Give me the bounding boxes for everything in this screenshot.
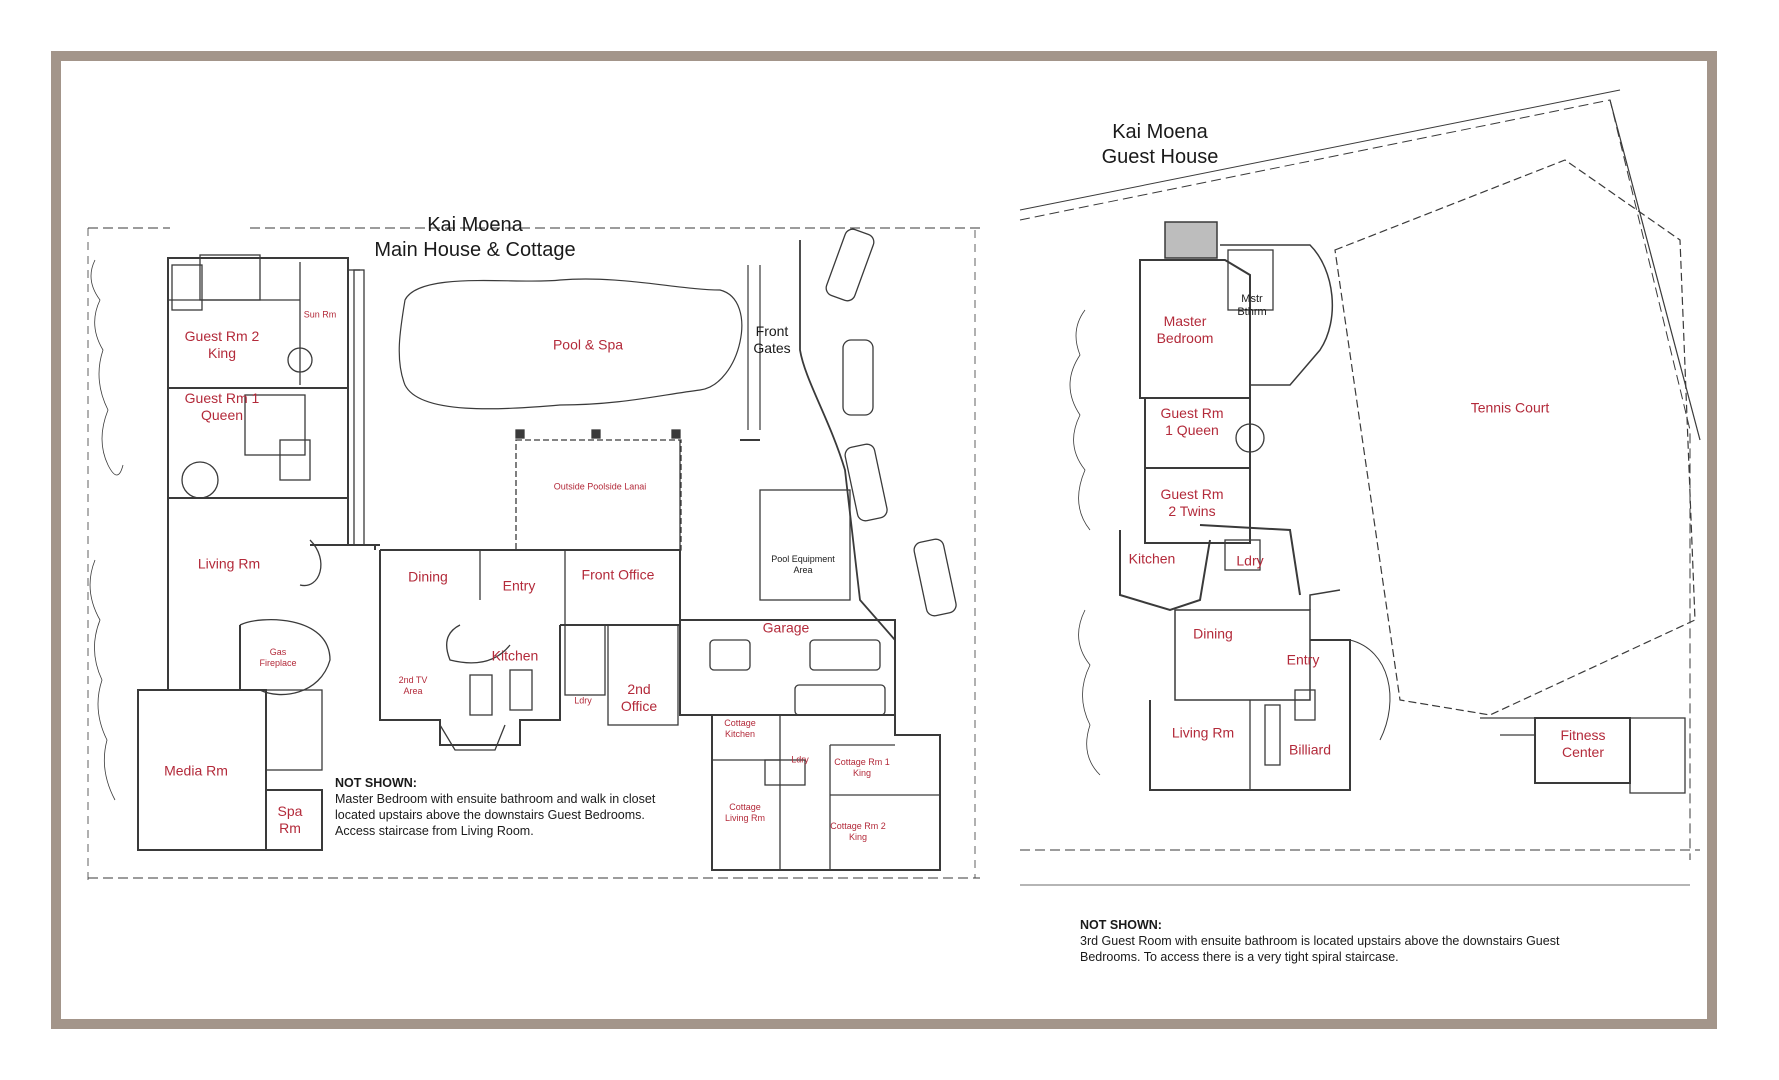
room-label-guest-rm-2-twins: Guest Rm 2 Twins — [1160, 486, 1224, 519]
room-label-kitchen: Kitchen — [491, 647, 539, 664]
room-label-2nd-tv-area: 2nd TV Area — [398, 675, 428, 696]
guest-house-title-line1: Kai Moena — [1112, 121, 1208, 143]
room-label-master-bedroom: Master Bedroom — [1156, 313, 1214, 346]
room-label-ldry: Ldry — [574, 695, 592, 706]
main-house-title: Kai Moena Main House & Cottage — [360, 213, 590, 263]
room-label-cottage-ldry: Ldry — [791, 754, 809, 765]
room-label-garage: Garage — [762, 619, 810, 636]
room-label-living-rm: Living Rm — [197, 555, 261, 572]
room-label-guest-rm-2: Guest Rm 2 King — [184, 328, 260, 361]
room-label-media-rm: Media Rm — [164, 762, 228, 779]
guest-house-title-line2: Guest House — [1101, 146, 1219, 168]
room-label-cottage-kitchen: Cottage Kitchen — [724, 718, 756, 739]
room-label-cottage-living-rm: Cottage Living Rm — [724, 802, 766, 823]
main-house-note-heading: NOT SHOWN: — [335, 776, 417, 790]
guest-house-note: NOT SHOWN: 3rd Guest Room with ensuite b… — [1080, 917, 1640, 965]
room-label-front-gates: Front Gates — [753, 323, 791, 356]
main-house-note-line: Master Bedroom with ensuite bathroom and… — [335, 792, 656, 806]
room-label-billiard: Billiard — [1288, 741, 1332, 758]
room-label-ldry: Ldry — [1236, 552, 1264, 569]
room-label-entry: Entry — [502, 577, 536, 594]
room-label-gas-fireplace: Gas Fireplace — [259, 647, 297, 668]
room-label-outside-lanai: Outside Poolside Lanai — [553, 481, 647, 492]
room-label-entry: Entry — [1286, 651, 1320, 668]
room-label-2nd-office: 2nd Office — [620, 681, 658, 714]
main-house-title-line2: Main House & Cottage — [374, 239, 576, 261]
room-label-kitchen: Kitchen — [1128, 550, 1176, 567]
room-label-dining: Dining — [408, 568, 448, 585]
guest-house-note-line: 3rd Guest Room with ensuite bathroom is … — [1080, 934, 1560, 948]
room-label-guest-rm-1: Guest Rm 1 Queen — [184, 390, 260, 423]
main-house-note-line: located upstairs above the downstairs Gu… — [335, 808, 645, 822]
main-house-note: NOT SHOWN: Master Bedroom with ensuite b… — [335, 775, 735, 839]
room-label-front-office: Front Office — [581, 566, 655, 583]
main-house-note-line: Access staircase from Living Room. — [335, 824, 534, 838]
guest-house-note-heading: NOT SHOWN: — [1080, 918, 1162, 932]
room-label-sun-rm: Sun Rm — [303, 309, 337, 320]
main-house-title-line1: Kai Moena — [427, 214, 523, 236]
room-label-pool-spa: Pool & Spa — [552, 336, 624, 353]
room-label-tennis-court: Tennis Court — [1470, 399, 1550, 416]
page-frame — [51, 51, 1717, 1029]
room-label-pool-equipment: Pool Equipment Area — [771, 554, 835, 575]
room-label-cottage-rm-1: Cottage Rm 1 King — [834, 757, 890, 778]
room-label-living-rm: Living Rm — [1171, 724, 1235, 741]
room-label-dining: Dining — [1193, 625, 1233, 642]
guest-house-title: Kai Moena Guest House — [1080, 120, 1240, 170]
room-label-fitness-center: Fitness Center — [1560, 727, 1606, 760]
room-label-mstr-bthrm: Mstr Bthrm — [1237, 293, 1267, 318]
guest-house-note-line: Bedrooms. To access there is a very tigh… — [1080, 950, 1399, 964]
room-label-guest-rm-1-queen: Guest Rm 1 Queen — [1160, 405, 1224, 438]
room-label-spa-rm: Spa Rm — [277, 803, 303, 836]
room-label-cottage-rm-2: Cottage Rm 2 King — [830, 821, 886, 842]
